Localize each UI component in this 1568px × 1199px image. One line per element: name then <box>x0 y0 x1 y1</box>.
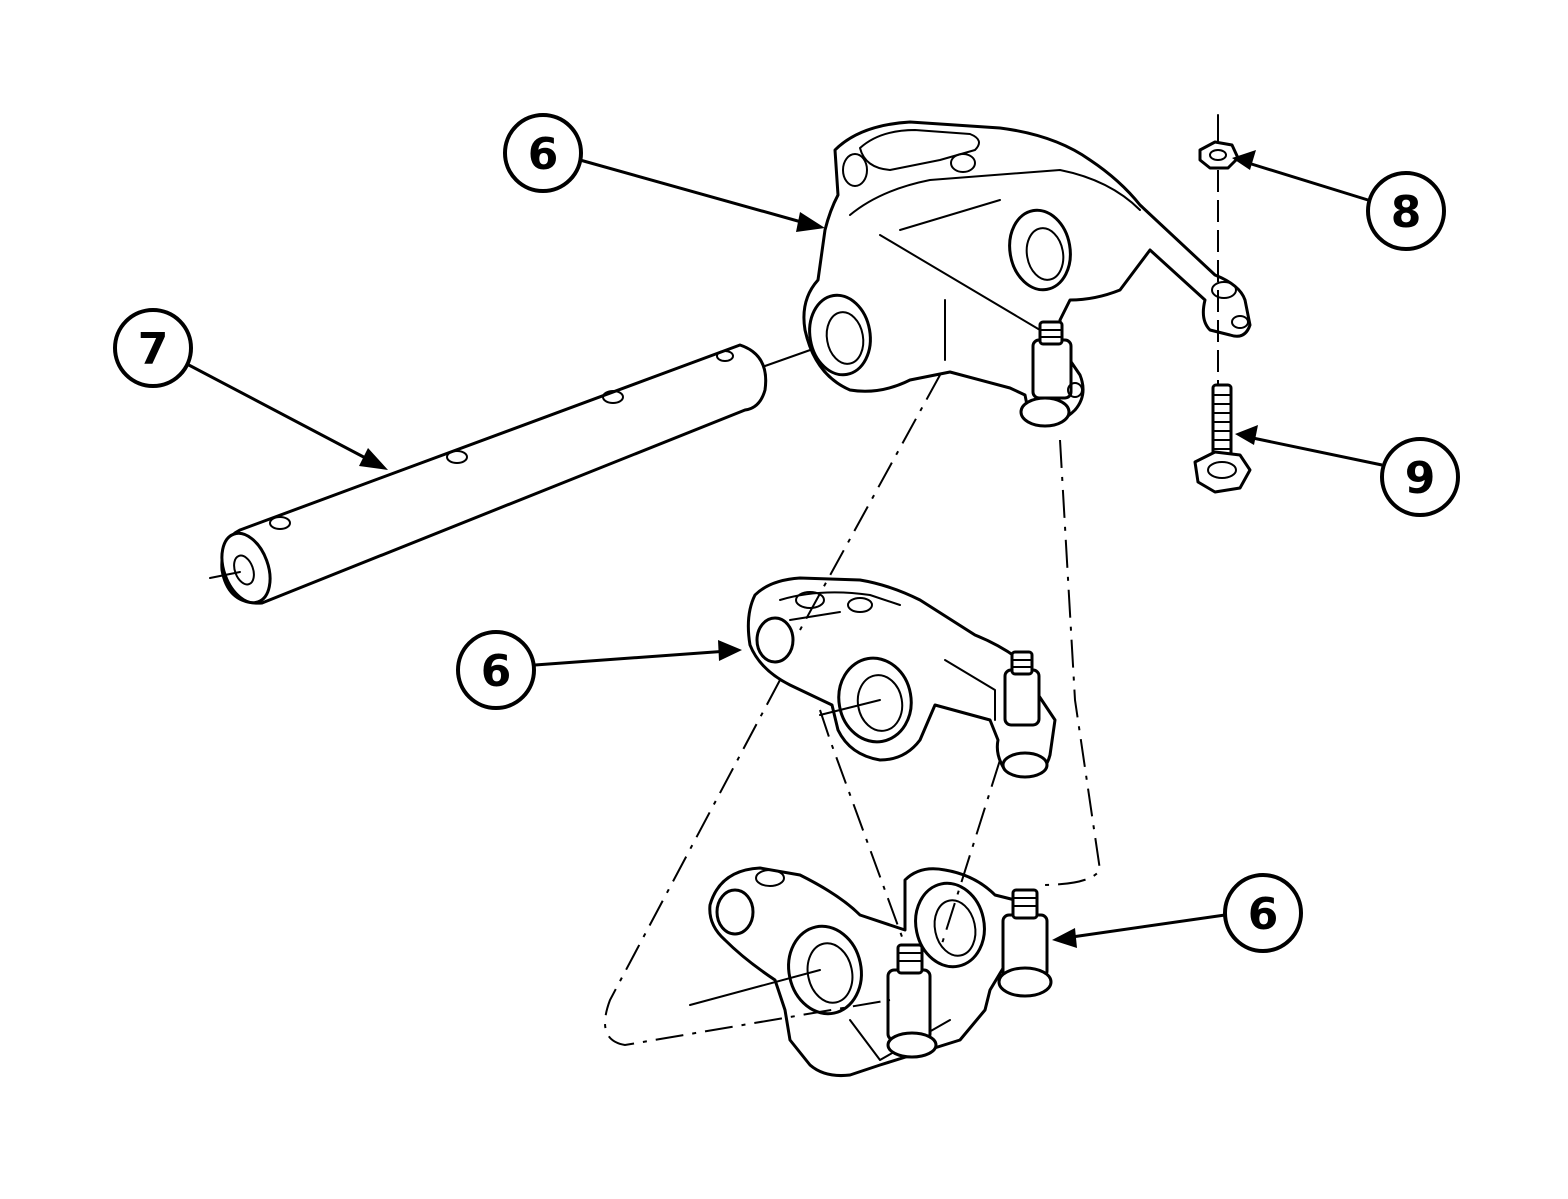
callout-6-upper: 6 <box>503 113 583 193</box>
callout-6-middle: 6 <box>456 630 536 710</box>
callout-8-label: 8 <box>1391 187 1422 238</box>
callout-6-lower-label: 6 <box>1248 889 1279 940</box>
callout-6-upper-label: 6 <box>528 129 559 180</box>
lower-rocker-arm <box>689 866 1053 1077</box>
bolt <box>1193 383 1252 494</box>
callout-7-label: 7 <box>138 324 169 375</box>
middle-rocker-arm <box>746 576 1057 779</box>
upper-rocker-arm-bracket <box>802 120 1252 428</box>
callout-6-middle-label: 6 <box>481 646 512 697</box>
callout-9: 9 <box>1380 437 1460 517</box>
callout-8: 8 <box>1366 171 1446 251</box>
nut <box>1198 114 1240 170</box>
callout-6-lower: 6 <box>1223 873 1303 953</box>
callout-leaders <box>184 150 1383 948</box>
assembly-lines <box>604 374 1102 1047</box>
rocker-shaft <box>209 342 831 605</box>
callout-7: 7 <box>113 308 193 388</box>
callout-9-label: 9 <box>1405 453 1436 504</box>
